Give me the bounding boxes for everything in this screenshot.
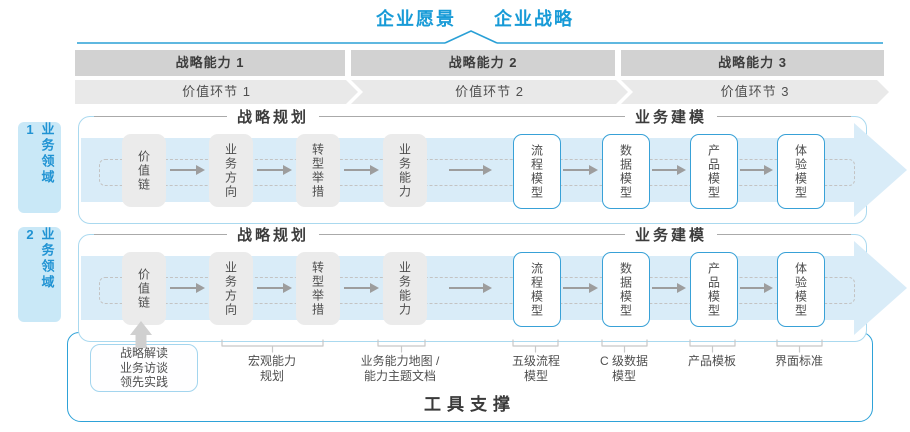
note-c-level-data-model: C 级数据 模型 (599, 354, 648, 383)
module-process-model: 流程模型 (513, 252, 561, 327)
value-link-chevron-1: 价值环节 1 (75, 80, 358, 104)
flow-arrow-icon (257, 283, 292, 293)
flow-arrow-icon (652, 283, 686, 293)
value-link-chevron-2: 价值环节 2 (351, 80, 628, 104)
module-business-capability: 业务能力 (383, 134, 427, 207)
business-domain-label-2: 业务领域 2 (18, 227, 61, 322)
module-transformation-initiatives: 转型举措 (296, 134, 340, 207)
tool-support-label: 工具支撑 (424, 395, 516, 414)
header-rule-line (94, 116, 851, 117)
header-rule-line (94, 234, 851, 235)
business-domain-label-1: 业务领域 1 (18, 122, 61, 213)
value-link-chevron-3: 价值环节 3 (621, 80, 889, 104)
flow-arrow-icon (170, 165, 205, 175)
dashed-lane (99, 159, 855, 186)
module-experience-model: 体验模型 (777, 252, 825, 327)
module-value-chain: 价值链 (122, 252, 166, 325)
flow-arrow-icon (344, 165, 379, 175)
flow-arrow-icon (344, 283, 379, 293)
module-experience-model: 体验模型 (777, 134, 825, 209)
module-data-model: 数据模型 (602, 134, 650, 209)
module-process-model: 流程模型 (513, 134, 561, 209)
capability-segment-2: 战略能力 2 (351, 50, 615, 76)
phase-header-modeling: 业务建模 (624, 106, 718, 127)
practice-methods-box: 战略解读 业务访谈 领先实践 (90, 344, 198, 392)
note-level5-process-model: 五级流程 模型 (511, 354, 560, 383)
flow-arrow-icon (652, 165, 686, 175)
flow-arrow-icon (563, 283, 598, 293)
flow-arrow-icon (449, 165, 492, 175)
note-product-template: 产品模板 (687, 354, 736, 368)
phase-header-planning: 战略规划 (226, 106, 320, 127)
module-product-model: 产品模型 (690, 134, 738, 209)
phase-header-modeling: 业务建模 (624, 224, 718, 245)
flow-arrow-icon (563, 165, 598, 175)
module-transformation-initiatives: 转型举措 (296, 252, 340, 325)
flow-arrow-icon (740, 165, 773, 175)
note-ui-standard: 界面标准 (774, 354, 823, 368)
business-domain-row-1: 战略规划 业务建模 价值链 业务方向 转型举措 业务能力 流程模型 数据模型 产… (78, 106, 907, 224)
tool-support-frame (67, 332, 873, 422)
module-business-direction: 业务方向 (209, 252, 253, 325)
module-product-model: 产品模型 (690, 252, 738, 327)
module-business-capability: 业务能力 (383, 252, 427, 325)
flow-arrow-icon (257, 165, 292, 175)
vision-title: 企业愿景 (376, 9, 456, 29)
module-business-direction: 业务方向 (209, 134, 253, 207)
strategy-title: 企业战略 (494, 9, 574, 29)
flow-arrow-icon (170, 283, 205, 293)
dashed-lane (99, 277, 855, 304)
diagram-title: 企业愿景 企业战略 (240, 5, 710, 31)
note-macro-capability-planning: 宏观能力 规划 (247, 354, 296, 383)
module-data-model: 数据模型 (602, 252, 650, 327)
business-domain-row-2: 战略规划 业务建模 价值链 业务方向 转型举措 业务能力 流程模型 数据模型 产… (78, 224, 907, 342)
flow-arrow-icon (449, 283, 492, 293)
note-capability-map-doc: 业务能力地图 / 能力主题文档 (360, 354, 440, 383)
caret-up-icon (444, 30, 498, 44)
capability-segment-1: 战略能力 1 (75, 50, 345, 76)
phase-header-planning: 战略规划 (226, 224, 320, 245)
capability-segment-3: 战略能力 3 (621, 50, 884, 76)
module-value-chain: 价值链 (122, 134, 166, 207)
flow-arrow-icon (740, 283, 773, 293)
